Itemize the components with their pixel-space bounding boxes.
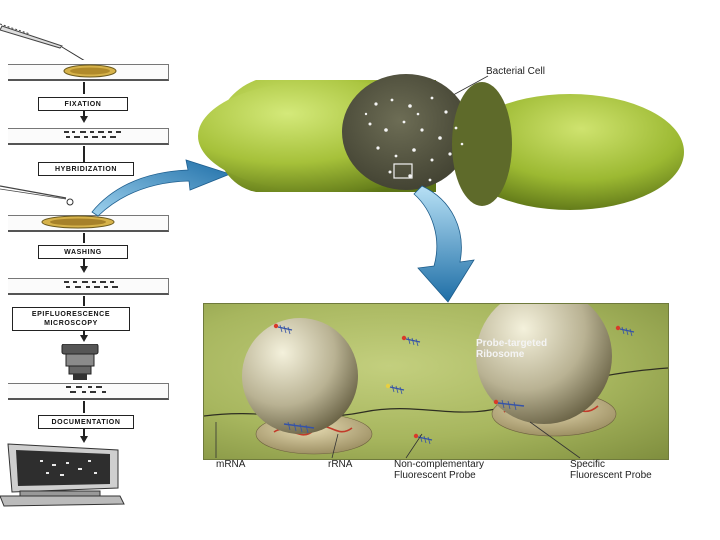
arrow-down-icon: [80, 116, 88, 123]
washed-cells-pattern: [64, 281, 118, 288]
rrna-label: rRNA: [328, 459, 353, 470]
ribosome-inset: Probe-targeted Ribosome: [203, 303, 669, 460]
curved-arrow-icon: [91, 159, 232, 217]
sample-smear: [63, 64, 117, 78]
step-washing: WASHING: [38, 245, 128, 259]
arrow-stem: [83, 401, 85, 413]
step-hybridization: HYBRIDIZATION: [38, 162, 134, 176]
bacterial-cell-label: Bacterial Cell: [486, 66, 545, 77]
arrow-stem: [83, 331, 85, 337]
arrow-stem: [83, 111, 85, 117]
mrna-label: mRNA: [216, 459, 246, 470]
arrow-stem: [83, 259, 85, 267]
slide-fixed-cells: [8, 128, 169, 145]
inset-drawing: [204, 304, 668, 455]
step-documentation: DOCUMENTATION: [38, 415, 134, 429]
probe-icons: [273, 323, 635, 445]
slide-under-microscope: [8, 383, 169, 400]
probe-targeted-ribosome-label: Probe-targeted Ribosome: [476, 338, 548, 360]
pipette-icon: [0, 23, 85, 60]
hybridized-sample: [41, 215, 115, 229]
computer-icon: [0, 443, 125, 507]
arrow-down-icon: [80, 266, 88, 273]
fixed-cells-pattern: [64, 131, 121, 138]
non-complementary-probe-label: Non-complementary Fluorescent Probe: [394, 459, 485, 481]
zoom-arrow-icon: [413, 185, 475, 303]
arrow-stem: [83, 296, 85, 306]
arrow-stem: [83, 233, 85, 243]
arrow-down-icon: [80, 335, 88, 342]
microscope-objective-icon: [61, 344, 99, 380]
observed-cells-pattern: [66, 386, 106, 393]
label-leader-lines: [215, 421, 581, 459]
bacterial-cell: [198, 74, 684, 210]
pipette-icon: [0, 185, 74, 206]
arrow-down-icon: [80, 436, 88, 443]
arrow-stem: [83, 146, 85, 162]
arrow-stem: [83, 82, 85, 94]
step-epifluorescence-microscopy: EPIFLUORESCENCE MICROSCOPY: [12, 307, 130, 331]
step-fixation: FIXATION: [38, 97, 128, 111]
specific-probe-label: Specific Fluorescent Probe: [570, 459, 652, 481]
arrow-stem: [83, 429, 85, 437]
